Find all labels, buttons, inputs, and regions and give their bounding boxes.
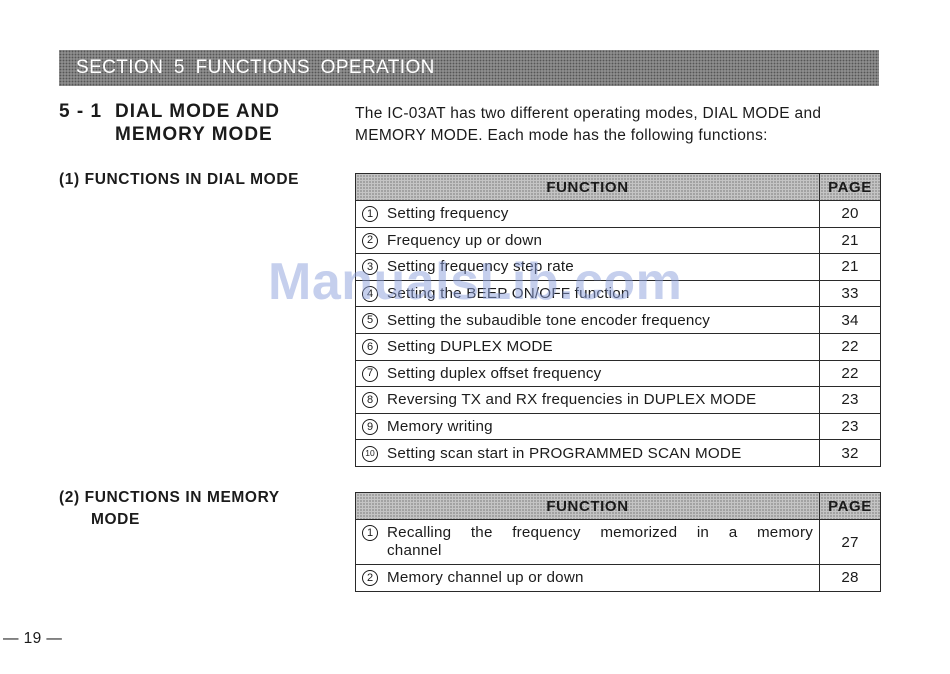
function-text: Setting duplex offset frequency (387, 364, 602, 382)
page-cell: 21 (819, 226, 881, 255)
table-row: 9 Memory writing 23 (355, 412, 881, 441)
function-text: Setting the subaudible tone encoder freq… (387, 311, 711, 329)
table-row: 1 Setting frequency 20 (355, 200, 881, 228)
circled-number: 2 (362, 232, 378, 249)
subsection-title-line1: DIAL MODE AND (115, 101, 280, 122)
function-text: Reversing TX and RX frequencies in DUPLE… (387, 391, 757, 409)
dial-mode-label: (1) FUNCTIONS IN DIAL MODE (59, 171, 300, 188)
page-cell: 21 (819, 253, 881, 281)
page-cell: 27 (819, 519, 881, 565)
function-text: Setting frequency step rate (387, 258, 574, 276)
table-row: 1 Recalling the frequency memorized in a … (355, 519, 881, 565)
memory-mode-label-line1: (2) FUNCTIONS IN MEMORY (59, 489, 280, 506)
circled-number: 8 (362, 392, 378, 409)
table-header-row: FUNCTION PAGE (355, 173, 881, 201)
table-row: 10 Setting scan start in PROGRAMMED SCAN … (355, 439, 881, 467)
section-title: SECTION 5 FUNCTIONS OPERATION (76, 57, 435, 78)
circled-number: 7 (362, 365, 378, 382)
subsection-number: 5 - 1 (59, 101, 103, 122)
header-page: PAGE (819, 173, 881, 201)
circled-number: 1 (362, 525, 378, 541)
page-cell: 22 (819, 332, 881, 361)
circled-number: 9 (362, 419, 378, 436)
page-cell: 20 (819, 200, 881, 228)
function-text: Memory writing (387, 418, 493, 436)
circled-number: 5 (362, 312, 378, 329)
page-cell: 28 (819, 564, 881, 592)
page-cell: 34 (819, 306, 881, 334)
subsection-title-line2: MEMORY MODE (115, 124, 273, 145)
memory-mode-function-table: FUNCTION PAGE 1 Recalling the frequency m… (355, 492, 881, 592)
table-row: 2 Memory channel up or down 28 (355, 564, 881, 592)
circled-number: 3 (362, 259, 378, 276)
function-cell: 1 Recalling the frequency memorized in a … (355, 519, 820, 565)
function-text: Frequency up or down (387, 231, 543, 249)
table-row: 5 Setting the subaudible tone encoder fre… (355, 306, 881, 334)
function-cell: 10 Setting scan start in PROGRAMMED SCAN … (355, 439, 820, 467)
table-row: 7 Setting duplex offset frequency 22 (355, 359, 881, 388)
function-cell: 2 Frequency up or down (355, 226, 820, 255)
page-number: — 19 — (3, 630, 63, 647)
table-row: 4 Setting the BEEP ON/OFF function 33 (355, 279, 881, 308)
dial-mode-function-table: FUNCTION PAGE 1 Setting frequency 20 2 Frequ… (355, 173, 881, 467)
circled-number: 10 (362, 445, 378, 462)
circled-number: 2 (362, 570, 378, 587)
header-function: FUNCTION (355, 492, 820, 520)
function-text: Recalling the frequency memorized in a m… (387, 524, 813, 559)
circled-number: 1 (362, 206, 378, 223)
function-text: Setting scan start in PROGRAMMED SCAN MO… (387, 444, 742, 462)
function-cell: 1 Setting frequency (355, 200, 820, 228)
table-row: 3 Setting frequency step rate 21 (355, 253, 881, 281)
header-page: PAGE (819, 492, 881, 520)
function-cell: 9 Memory writing (355, 412, 820, 441)
function-cell: 3 Setting frequency step rate (355, 253, 820, 281)
function-cell: 4 Setting the BEEP ON/OFF function (355, 279, 820, 308)
memory-mode-label: (2) FUNCTIONS IN MEMORY MODE (59, 487, 280, 531)
table-row: 2 Frequency up or down 21 (355, 226, 881, 255)
page-cell: 23 (819, 386, 881, 414)
subsection-heading: 5 - 1 DIAL MODE AND MEMORY MODE (59, 100, 280, 146)
function-text: Memory channel up or down (387, 569, 584, 587)
section-banner: SECTION 5 FUNCTIONS OPERATION (59, 50, 879, 86)
page-cell: 22 (819, 359, 881, 388)
function-text: Setting frequency (387, 205, 509, 223)
memory-mode-label-line2: MODE (91, 511, 140, 528)
table-row: 6 Setting DUPLEX MODE 22 (355, 332, 881, 361)
function-text: Setting DUPLEX MODE (387, 338, 553, 356)
intro-paragraph: The IC-03AT has two different operating … (355, 105, 822, 144)
function-cell: 8 Reversing TX and RX frequencies in DUPL… (355, 386, 820, 414)
page-cell: 23 (819, 412, 881, 441)
table-row: 8 Reversing TX and RX frequencies in DUPL… (355, 386, 881, 414)
circled-number: 6 (362, 339, 378, 356)
header-function: FUNCTION (355, 173, 820, 201)
function-cell: 6 Setting DUPLEX MODE (355, 332, 820, 361)
table-header-row: FUNCTION PAGE (355, 492, 881, 520)
function-cell: 7 Setting duplex offset frequency (355, 359, 820, 388)
page-cell: 33 (819, 279, 881, 308)
function-text: Setting the BEEP ON/OFF function (387, 285, 630, 303)
circled-number: 4 (362, 286, 378, 303)
function-cell: 2 Memory channel up or down (355, 564, 820, 592)
function-cell: 5 Setting the subaudible tone encoder fre… (355, 306, 820, 334)
page-cell: 32 (819, 439, 881, 467)
